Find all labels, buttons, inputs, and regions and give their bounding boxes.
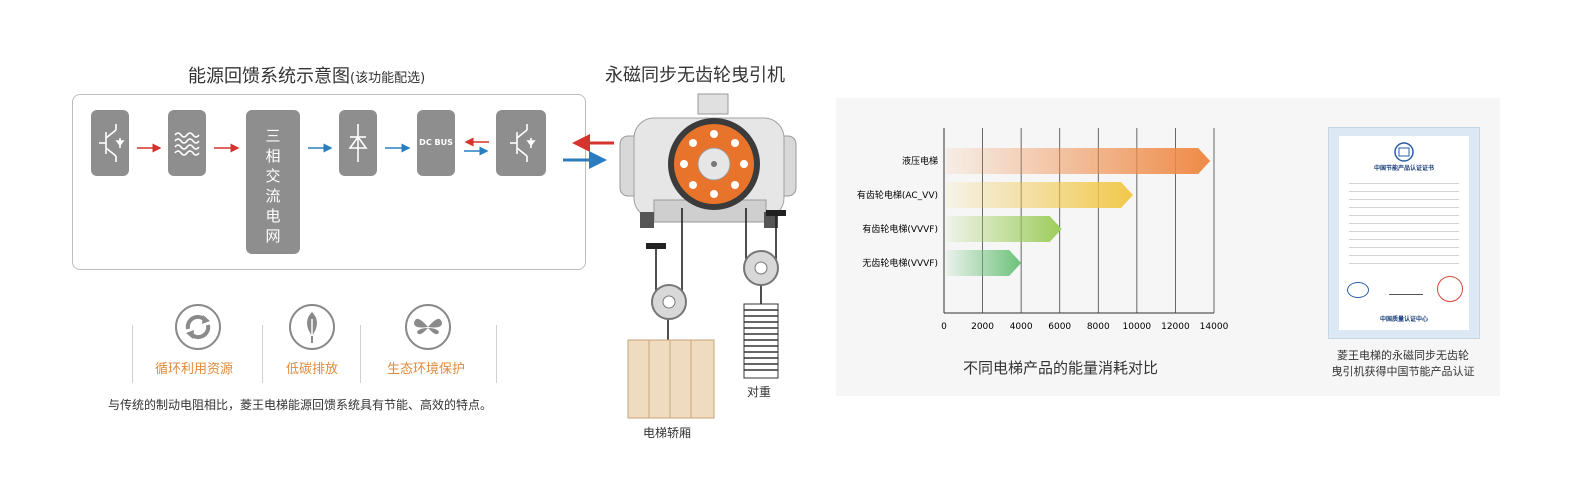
- grid-char: 流: [265, 187, 281, 205]
- benefit-divider: [262, 325, 263, 383]
- x-tick-label: 8000: [1087, 322, 1110, 332]
- cert-emblem-icon: [1394, 142, 1414, 162]
- feedback-diagram-frame: [72, 94, 586, 270]
- igbt-block-right: [496, 110, 546, 176]
- benefit-note: 与传统的制动电阻相比，菱王电梯能源回馈系统具有节能、高效的特点。: [108, 398, 493, 412]
- chart-title: 不同电梯产品的能量消耗对比: [963, 359, 1159, 377]
- certificate-caption: 菱王电梯的永磁同步无齿轮 曳引机获得中国节能产品认证: [1328, 348, 1478, 380]
- butterfly-icon: [405, 304, 451, 350]
- filter-block: [168, 110, 206, 176]
- category-label: 有齿轮电梯(AC_VV): [857, 189, 938, 201]
- leaf-icon: [289, 304, 335, 350]
- machine-top: [697, 93, 729, 115]
- grid-char: 相: [265, 147, 281, 165]
- feedback-diagram-title: 能源回馈系统示意图(该功能配选): [188, 62, 425, 88]
- grid-char: 交: [265, 167, 281, 185]
- category-label: 无齿轮电梯(VVVF): [862, 257, 938, 269]
- feedback-title-note: (该功能配选): [350, 71, 426, 86]
- benefit-label: 生态环境保护: [387, 362, 466, 377]
- cqc-logo-icon: [1347, 282, 1369, 298]
- benefit-label: 低碳排放: [286, 362, 339, 377]
- cert-footer: 中国质量认证中心: [1379, 316, 1428, 323]
- grid-char: 网: [265, 227, 281, 245]
- rectifier-block: [339, 110, 377, 176]
- recycle-icon: [175, 304, 221, 350]
- grid-char: 电: [265, 207, 281, 225]
- x-tick-label: 12000: [1161, 322, 1190, 332]
- car-label: 电梯轿厢: [643, 426, 692, 440]
- cert-seal-icon: [1437, 276, 1463, 302]
- x-tick-label: 0: [941, 322, 947, 332]
- igbt-icon: [99, 124, 125, 162]
- bar: [946, 182, 1133, 208]
- diode-icon: [348, 124, 368, 162]
- filter-wave-icon: [174, 132, 200, 156]
- category-label: 有齿轮电梯(VVVF): [862, 223, 938, 235]
- dc-bus-block: DC BUS: [417, 110, 455, 176]
- elevator-car: [627, 339, 715, 419]
- x-tick-label: 14000: [1200, 322, 1229, 332]
- benefit-divider: [132, 325, 133, 383]
- bar: [946, 250, 1022, 276]
- benefit-divider: [360, 325, 361, 383]
- counterweight: [743, 303, 779, 379]
- x-tick-label: 6000: [1048, 322, 1071, 332]
- counterweight-label: 对重: [747, 385, 772, 399]
- x-tick-label: 2000: [971, 322, 994, 332]
- certificate-page: 中国节能产品认证证书 中国质量认证中心: [1339, 136, 1469, 330]
- grid-label: 三 相 交 流 电 网: [263, 126, 283, 246]
- machine-title: 永磁同步无齿轮曳引机: [605, 65, 785, 86]
- benefit-label: 循环利用资源: [155, 362, 234, 377]
- cert-caption-line: 菱王电梯的永磁同步无齿轮: [1337, 349, 1469, 362]
- igbt-icon: [510, 124, 536, 162]
- cert-text-lines: [1349, 176, 1459, 266]
- feedback-title-text: 能源回馈系统示意图: [188, 66, 350, 87]
- grid-char: 三: [265, 127, 281, 145]
- category-label: 液压电梯: [902, 155, 938, 167]
- cert-caption-line: 曳引机获得中国节能产品认证: [1331, 365, 1475, 378]
- three-phase-grid-block: 三 相 交 流 电 网: [246, 110, 300, 254]
- cert-signature: [1389, 286, 1423, 295]
- bar: [946, 148, 1211, 174]
- x-tick-label: 10000: [1123, 322, 1152, 332]
- traction-machine-diagram: [619, 93, 797, 419]
- bar: [946, 216, 1062, 242]
- cert-header: 中国节能产品认证证书: [1373, 165, 1434, 172]
- dc-bus-label: DC BUS: [419, 138, 453, 147]
- igbt-block-left: [91, 110, 129, 176]
- certificate: 中国节能产品认证证书 中国质量认证中心: [1328, 127, 1480, 339]
- benefit-divider: [496, 325, 497, 383]
- flow-arrows: [137, 134, 614, 169]
- x-tick-label: 4000: [1010, 322, 1033, 332]
